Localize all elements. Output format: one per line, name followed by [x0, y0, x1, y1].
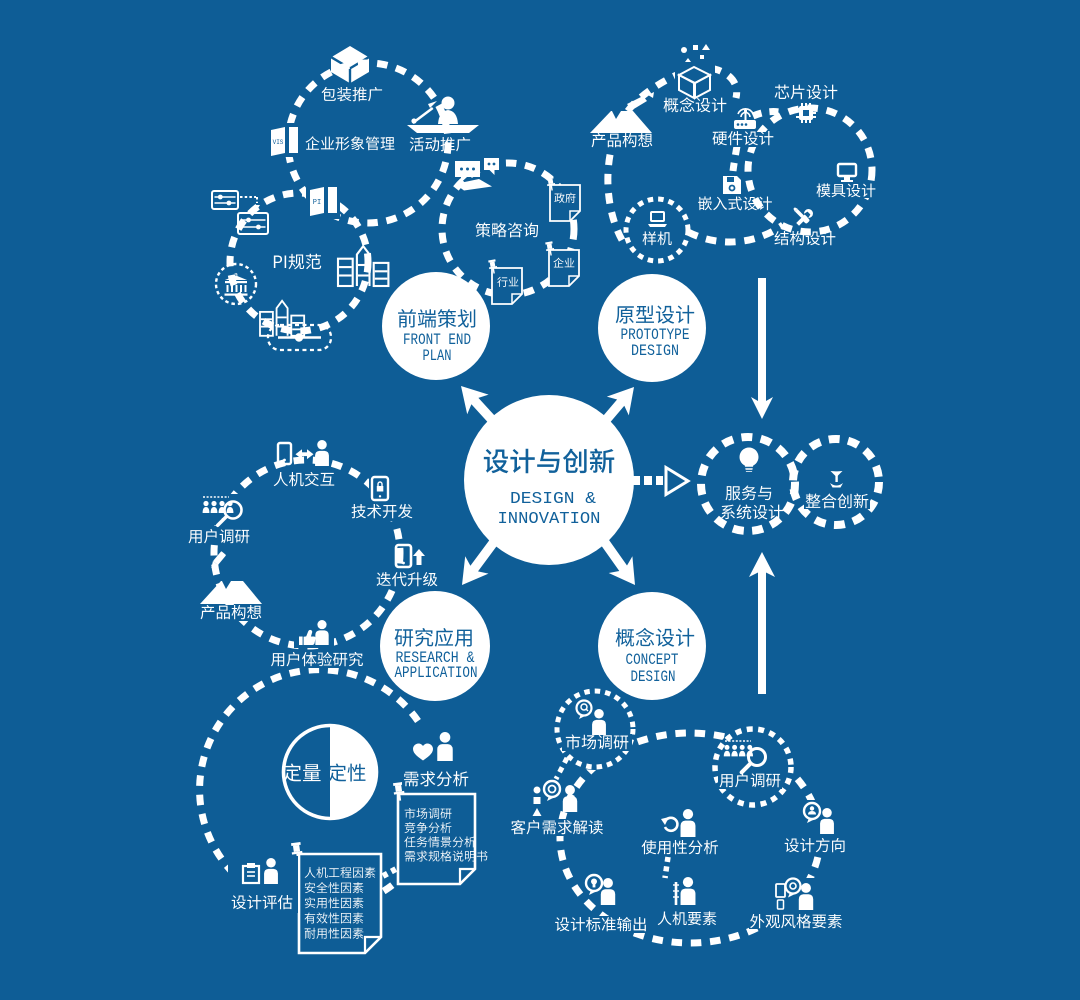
- svg-text:DESIGN &: DESIGN &: [510, 490, 596, 509]
- svg-text:DESIGN: DESIGN: [631, 668, 676, 686]
- svg-text:RESEARCH &: RESEARCH &: [396, 649, 475, 667]
- svg-text:INNOVATION: INNOVATION: [498, 510, 601, 529]
- svg-text:PROTOTYPE: PROTOTYPE: [621, 326, 690, 344]
- svg-text:PI: PI: [313, 199, 321, 207]
- svg-text:PLAN: PLAN: [423, 347, 452, 365]
- svg-text:FRONT END: FRONT END: [403, 331, 471, 349]
- svg-text:DESIGN: DESIGN: [631, 342, 679, 360]
- svg-text:APPLICATION: APPLICATION: [395, 664, 478, 682]
- svg-text:CONCEPT: CONCEPT: [626, 651, 679, 669]
- svg-text:VIS: VIS: [273, 139, 284, 146]
- svg-text:a: a: [234, 272, 238, 280]
